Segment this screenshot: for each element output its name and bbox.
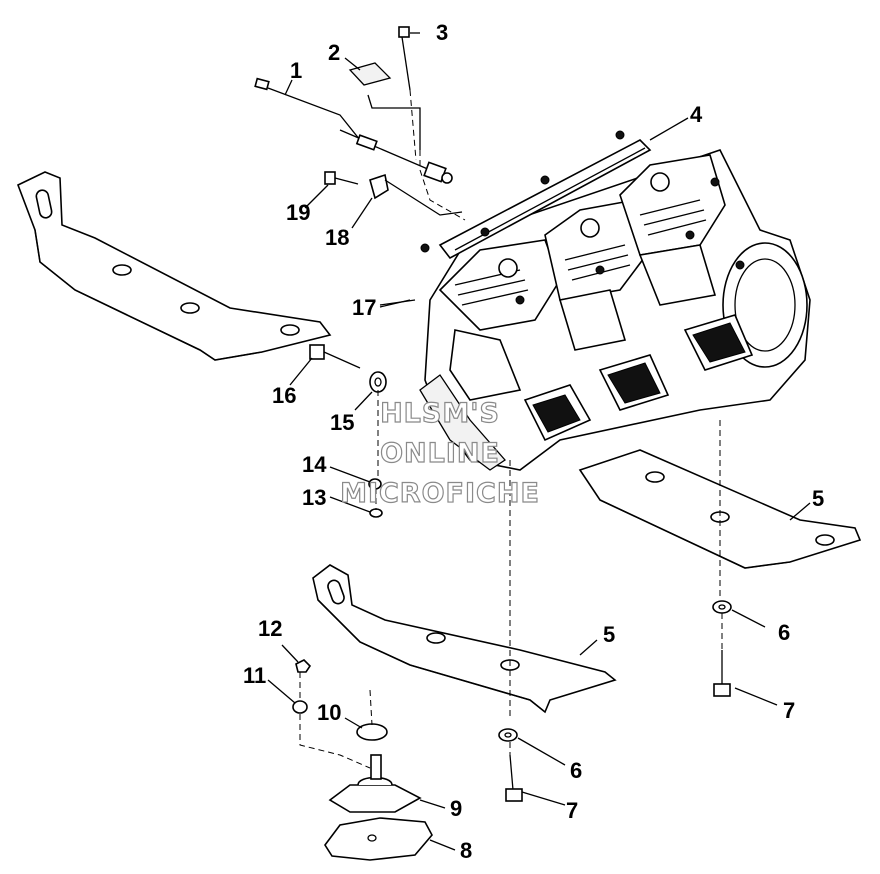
part-16-stud [309,344,361,369]
part-15-washer [369,371,387,393]
part-6-washer-lower [498,728,518,742]
callout-5-right: 5 [812,486,824,511]
callout-12: 12 [258,616,282,641]
part-13-washer [369,508,383,518]
part-9-rubber-mount [328,754,422,813]
watermark: HLSM'S ONLINE MICROFICHE [339,397,540,509]
part-19-bolt [324,171,359,185]
left-upper-mount-bracket [16,171,332,361]
callout-14: 14 [302,452,327,477]
callout-labels: 1 2 3 4 5 5 6 6 7 7 8 9 10 11 12 13 14 1… [243,20,824,863]
part-1-cable [254,77,453,184]
callout-6-right: 6 [778,620,790,645]
callout-18: 18 [325,225,349,250]
callout-6-lower: 6 [570,758,582,783]
callout-2: 2 [328,40,340,65]
part-2-decal [348,62,421,150]
leader-lines [267,32,811,851]
callout-13: 13 [302,485,326,510]
callout-11: 11 [243,663,266,688]
watermark-line-2: ONLINE [380,438,500,469]
part-11-washer [292,700,308,714]
part-18-clip [369,173,463,216]
part-6-washer-right [712,600,732,614]
front-mount-bracket [312,564,617,714]
callout-9: 9 [450,796,462,821]
callout-5-lower: 5 [603,622,615,647]
part-10-washer [356,723,388,741]
callout-15: 15 [330,410,354,435]
engine-block [419,130,811,471]
callout-4: 4 [690,102,703,127]
callout-19: 19 [286,200,310,225]
alignment-lines [299,150,723,769]
callout-16: 16 [272,383,296,408]
part-7-bolt-right [713,650,731,697]
part-14-nut [368,478,382,490]
callout-8: 8 [460,838,472,863]
callout-1: 1 [290,58,302,83]
part-7-bolt-lower [505,754,523,802]
callout-10: 10 [317,700,341,725]
part-8-plate [324,817,433,861]
watermark-line-3: MICROFICHE [340,478,540,509]
callout-7-right: 7 [783,698,795,723]
right-mount-bracket [578,449,862,569]
callout-7-lower: 7 [566,798,578,823]
part-12-nut [295,659,312,673]
callout-3: 3 [436,20,448,45]
part-3-bolt [398,26,417,161]
watermark-line-1: HLSM'S [380,398,500,429]
callout-17: 17 [352,295,376,320]
